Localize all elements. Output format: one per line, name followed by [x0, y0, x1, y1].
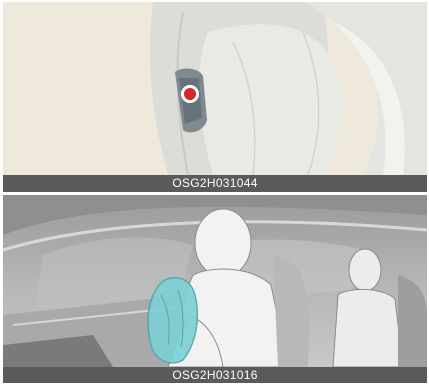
side-airbag-deployment-illustration	[3, 195, 427, 367]
seat-airbag-figure: OSG2H031044	[3, 2, 427, 192]
red-dot-icon	[181, 85, 199, 103]
figure-caption: OSG2H031044	[3, 175, 427, 192]
seat-side-airbag-illustration	[3, 2, 427, 175]
figure-caption: OSG2H031016	[3, 367, 427, 383]
cabin-airbag-figure: OSG2H031016	[3, 195, 427, 383]
